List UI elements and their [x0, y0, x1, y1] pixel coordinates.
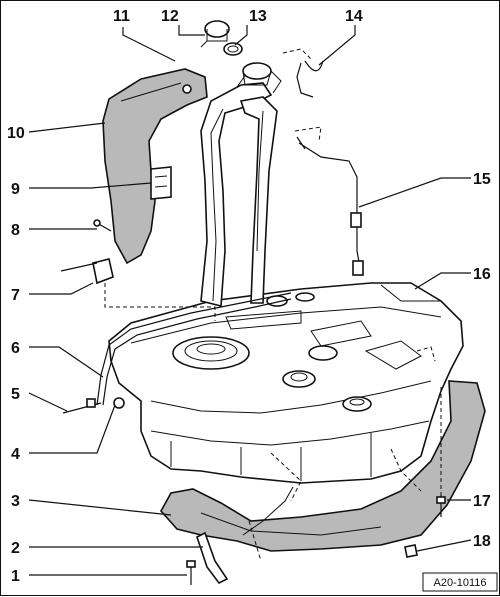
- screw-8: [93, 219, 112, 232]
- callout-2: 2: [11, 540, 20, 557]
- callout-11: 11: [113, 8, 130, 25]
- callout-12: 12: [161, 8, 179, 25]
- pump-flange: [172, 336, 250, 370]
- nut-4: [113, 397, 125, 409]
- callout-6: 6: [11, 340, 20, 357]
- callout-14: 14: [345, 8, 363, 25]
- heat-shield: [102, 68, 208, 265]
- underbody-shield: [160, 380, 486, 552]
- callout-17: 17: [473, 493, 491, 510]
- callout-18: 18: [473, 533, 491, 550]
- bolt-17: [436, 495, 446, 517]
- assembly-guides: [248, 346, 442, 562]
- figure-id-box: A20-10116: [422, 572, 498, 592]
- filler-neck: [200, 68, 282, 308]
- breather-hose: [294, 126, 364, 276]
- callout-15: 15: [473, 171, 491, 188]
- callout-16: 16: [473, 266, 491, 283]
- callout-1: 1: [11, 568, 20, 585]
- filler-head: [242, 62, 272, 86]
- fuel-filler-cap: [200, 20, 230, 48]
- callout-labels: 1 2 3 4 5 6 7 8 9 10 11 12 13 14 15 16 1…: [7, 8, 491, 585]
- leader-lines: [28, 25, 472, 576]
- filler-seal: [223, 42, 243, 56]
- bracket: [150, 166, 172, 200]
- sensor-clip: [60, 258, 216, 321]
- callout-3: 3: [11, 493, 20, 510]
- bolt-5: [62, 398, 102, 414]
- tank-strap: [196, 486, 294, 585]
- callout-4: 4: [11, 446, 20, 463]
- figure-id: A20-10116: [433, 577, 486, 589]
- bolt-1: [186, 560, 196, 585]
- callout-7: 7: [11, 287, 20, 304]
- tank-ports: [266, 292, 372, 412]
- callout-8: 8: [11, 222, 20, 239]
- callout-13: 13: [249, 8, 267, 25]
- clip-18: [404, 544, 418, 558]
- callout-9: 9: [11, 181, 20, 198]
- callout-10: 10: [7, 125, 25, 142]
- vent-line: [282, 48, 324, 98]
- callout-5: 5: [11, 386, 20, 403]
